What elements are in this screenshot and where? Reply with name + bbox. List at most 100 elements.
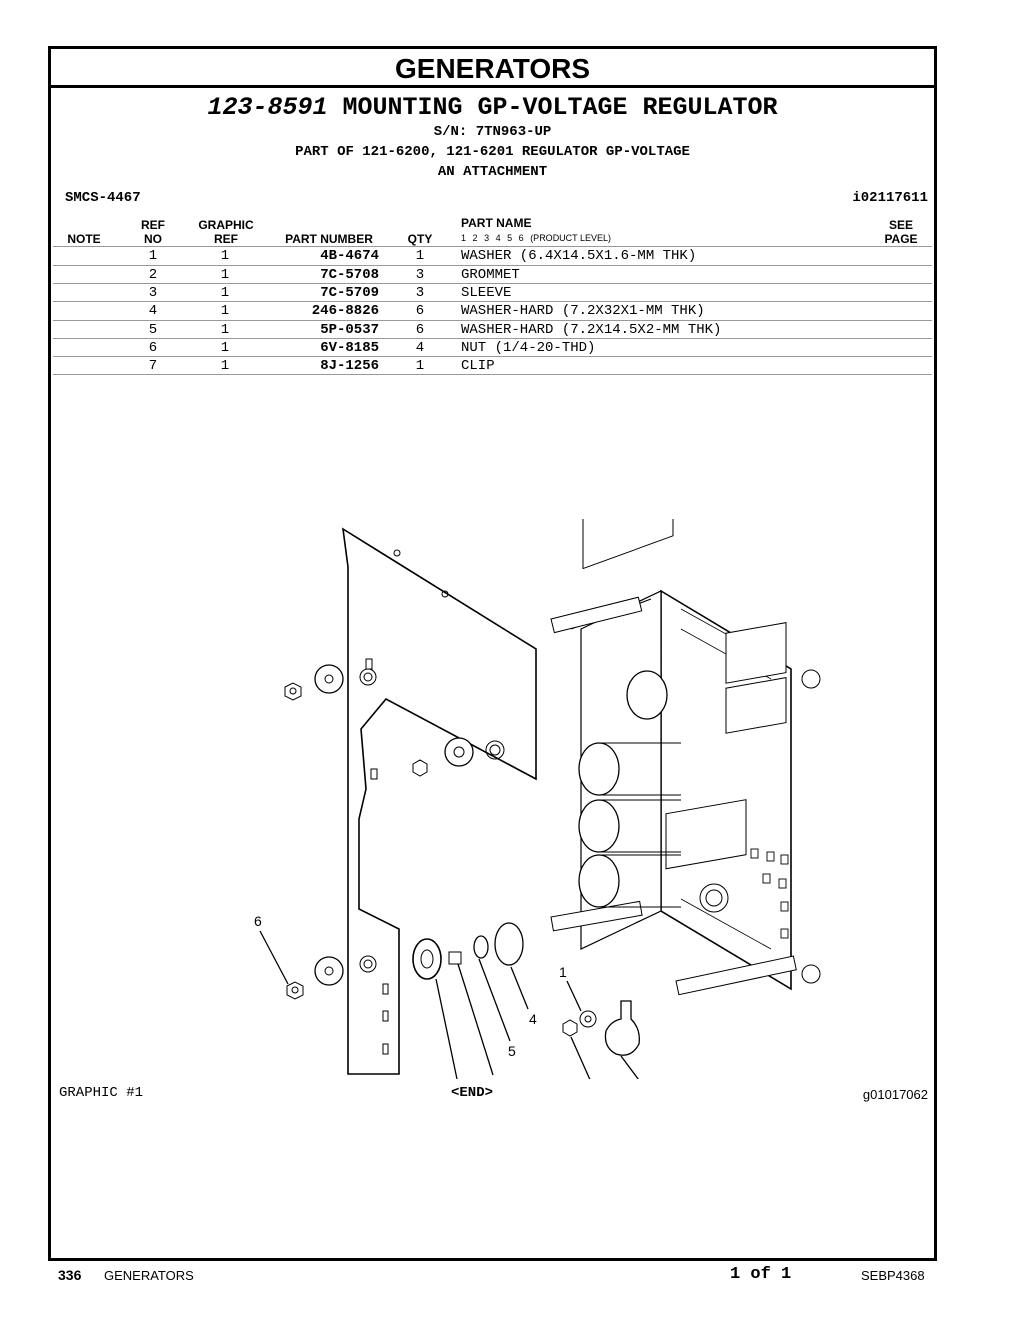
qty-cell: 3: [415, 285, 425, 301]
note-header: NOTE: [67, 232, 101, 246]
product-level-3: 3: [484, 233, 490, 243]
part-name-cell: WASHER (6.4X14.5X1.6-MM THK): [461, 248, 697, 264]
callout-6-upper: 6: [254, 913, 262, 929]
page-of-indicator: 1 of 1: [730, 1265, 792, 1284]
parts-page-frame: GENERATORS 123-8591 MOUNTING GP-VOLTAGE …: [48, 46, 937, 1261]
row-divider: [53, 265, 932, 266]
product-level-label: (PRODUCT LEVEL): [530, 233, 612, 243]
clip: [604, 1000, 640, 1056]
illustration-id: i02117611: [852, 190, 928, 206]
qty-cell: 6: [415, 322, 425, 338]
table-row[interactable]: 2 1 7C-5708 3 GROMMET: [51, 266, 934, 284]
graphic-id: g01017062: [862, 1087, 928, 1102]
part-name-cell: SLEEVE: [461, 285, 512, 301]
part-name-cell: WASHER-HARD (7.2X32X1-MM THK): [461, 303, 705, 319]
exploded-parts-illustration: 6 1 4 5 3 2 7 6: [254, 519, 821, 1079]
product-level-4: 4: [495, 233, 501, 243]
qty-cell: 1: [415, 248, 425, 264]
ref-no-header-bottom: NO: [144, 232, 162, 246]
product-level-2: 2: [472, 233, 478, 243]
graphic-ref-cell: 1: [220, 285, 230, 301]
graphic-ref-cell: 1: [220, 248, 230, 264]
row-divider: [53, 301, 932, 302]
graphic-ref-cell: 1: [220, 322, 230, 338]
product-level-5: 5: [507, 233, 513, 243]
part-name-cell: NUT (1/4-20-THD): [461, 340, 596, 356]
graphic-ref-cell: 1: [220, 267, 230, 283]
row-divider: [53, 320, 932, 321]
part-number-cell: 7C-5708: [320, 267, 379, 283]
table-row[interactable]: 4 1 246-8826 6 WASHER-HARD (7.2X32X1-MM …: [51, 302, 934, 320]
qty-cell: 1: [415, 358, 425, 374]
smcs-code: SMCS-4467: [65, 190, 141, 206]
qty-header: QTY: [407, 232, 433, 246]
callout-1: 1: [559, 964, 567, 980]
part-number-cell: 8J-1256: [320, 358, 379, 374]
row-divider: [53, 283, 932, 284]
table-row[interactable]: 6 1 6V-8185 4 NUT (1/4-20-THD): [51, 339, 934, 357]
page-number: 336: [58, 1267, 82, 1283]
table-row[interactable]: 5 1 5P-0537 6 WASHER-HARD (7.2X14.5X2-MM…: [51, 321, 934, 339]
header-divider: [53, 246, 932, 247]
ref-no-cell: 6: [148, 340, 158, 356]
serial-range: S/N: 7TN963-UP: [433, 124, 552, 140]
table-row[interactable]: 7 1 8J-1256 1 CLIP: [51, 357, 934, 375]
product-levels: 1 2 3 4 5 6 (PRODUCT LEVEL): [461, 233, 611, 243]
graphic-ref-cell: 1: [220, 303, 230, 319]
see-page-header-bottom: PAGE: [884, 232, 918, 246]
qty-cell: 3: [415, 267, 425, 283]
end-marker: <END>: [451, 1085, 494, 1101]
part-name-cell: CLIP: [461, 358, 495, 374]
graphic-ref-cell: 1: [220, 340, 230, 356]
product-level-1: 1: [461, 233, 467, 243]
part-of-line: PART OF 121-6200, 121-6201 REGULATOR GP-…: [295, 144, 690, 160]
ref-no-cell: 1: [148, 248, 158, 264]
grommet: [412, 938, 442, 980]
part-number-cell: 7C-5709: [320, 285, 379, 301]
mounting-plate: [341, 527, 537, 1075]
part-number-cell: 246-8826: [311, 303, 379, 319]
ref-no-cell: 4: [148, 303, 158, 319]
sleeve: [448, 951, 462, 965]
callout-5: 5: [508, 1043, 516, 1059]
qty-cell: 4: [415, 340, 425, 356]
nut-middle: [412, 759, 428, 777]
part-number-cell: 4B-4674: [320, 248, 379, 264]
part-name-cell: GROMMET: [461, 267, 520, 283]
group-title: 123-8591 MOUNTING GP-VOLTAGE REGULATOR: [51, 93, 934, 122]
group-number: 123-8591: [207, 93, 328, 122]
part-number-cell: 6V-8185: [320, 340, 379, 356]
washer-upper-left: [314, 664, 344, 694]
row-divider: [53, 356, 932, 357]
table-row[interactable]: 1 1 4B-4674 1 WASHER (6.4X14.5X1.6-MM TH…: [51, 247, 934, 265]
washer-hard-small: [473, 935, 489, 959]
ref-no-cell: 7: [148, 358, 158, 374]
washer-hard-large: [494, 922, 524, 966]
callout-4: 4: [529, 1011, 537, 1027]
row-divider: [53, 338, 932, 339]
table-row[interactable]: 3 1 7C-5709 3 SLEEVE: [51, 284, 934, 302]
see-page-header-top: SEE: [888, 218, 913, 232]
part-number-header: PART NUMBER: [285, 232, 373, 246]
part-name-header: PART NAME: [461, 216, 532, 230]
group-name: MOUNTING GP-VOLTAGE REGULATOR: [342, 93, 778, 122]
nut-lower-left: [286, 981, 304, 1000]
part-name-cell: WASHER-HARD (7.2X14.5X2-MM THK): [461, 322, 722, 338]
section-title: GENERATORS: [51, 49, 934, 88]
washer-lower-left: [314, 956, 344, 986]
product-level-6: 6: [518, 233, 524, 243]
nut-lower-right: [562, 1019, 578, 1037]
ref-no-cell: 5: [148, 322, 158, 338]
graphic-label: GRAPHIC #1: [59, 1085, 144, 1101]
document-number: SEBP4368: [861, 1268, 925, 1283]
row-divider: [53, 374, 932, 375]
ref-no-header-top: REF: [141, 218, 165, 232]
callout-3: 3: [490, 1078, 498, 1079]
part-number-cell: 5P-0537: [320, 322, 379, 338]
footer-section-name: GENERATORS: [104, 1268, 194, 1283]
graphic-ref-cell: 1: [220, 358, 230, 374]
graphic-ref-header-bottom: REF: [214, 232, 238, 246]
ref-no-cell: 2: [148, 267, 158, 283]
qty-cell: 6: [415, 303, 425, 319]
graphic-ref-header-top: GRAPHIC: [198, 218, 254, 232]
